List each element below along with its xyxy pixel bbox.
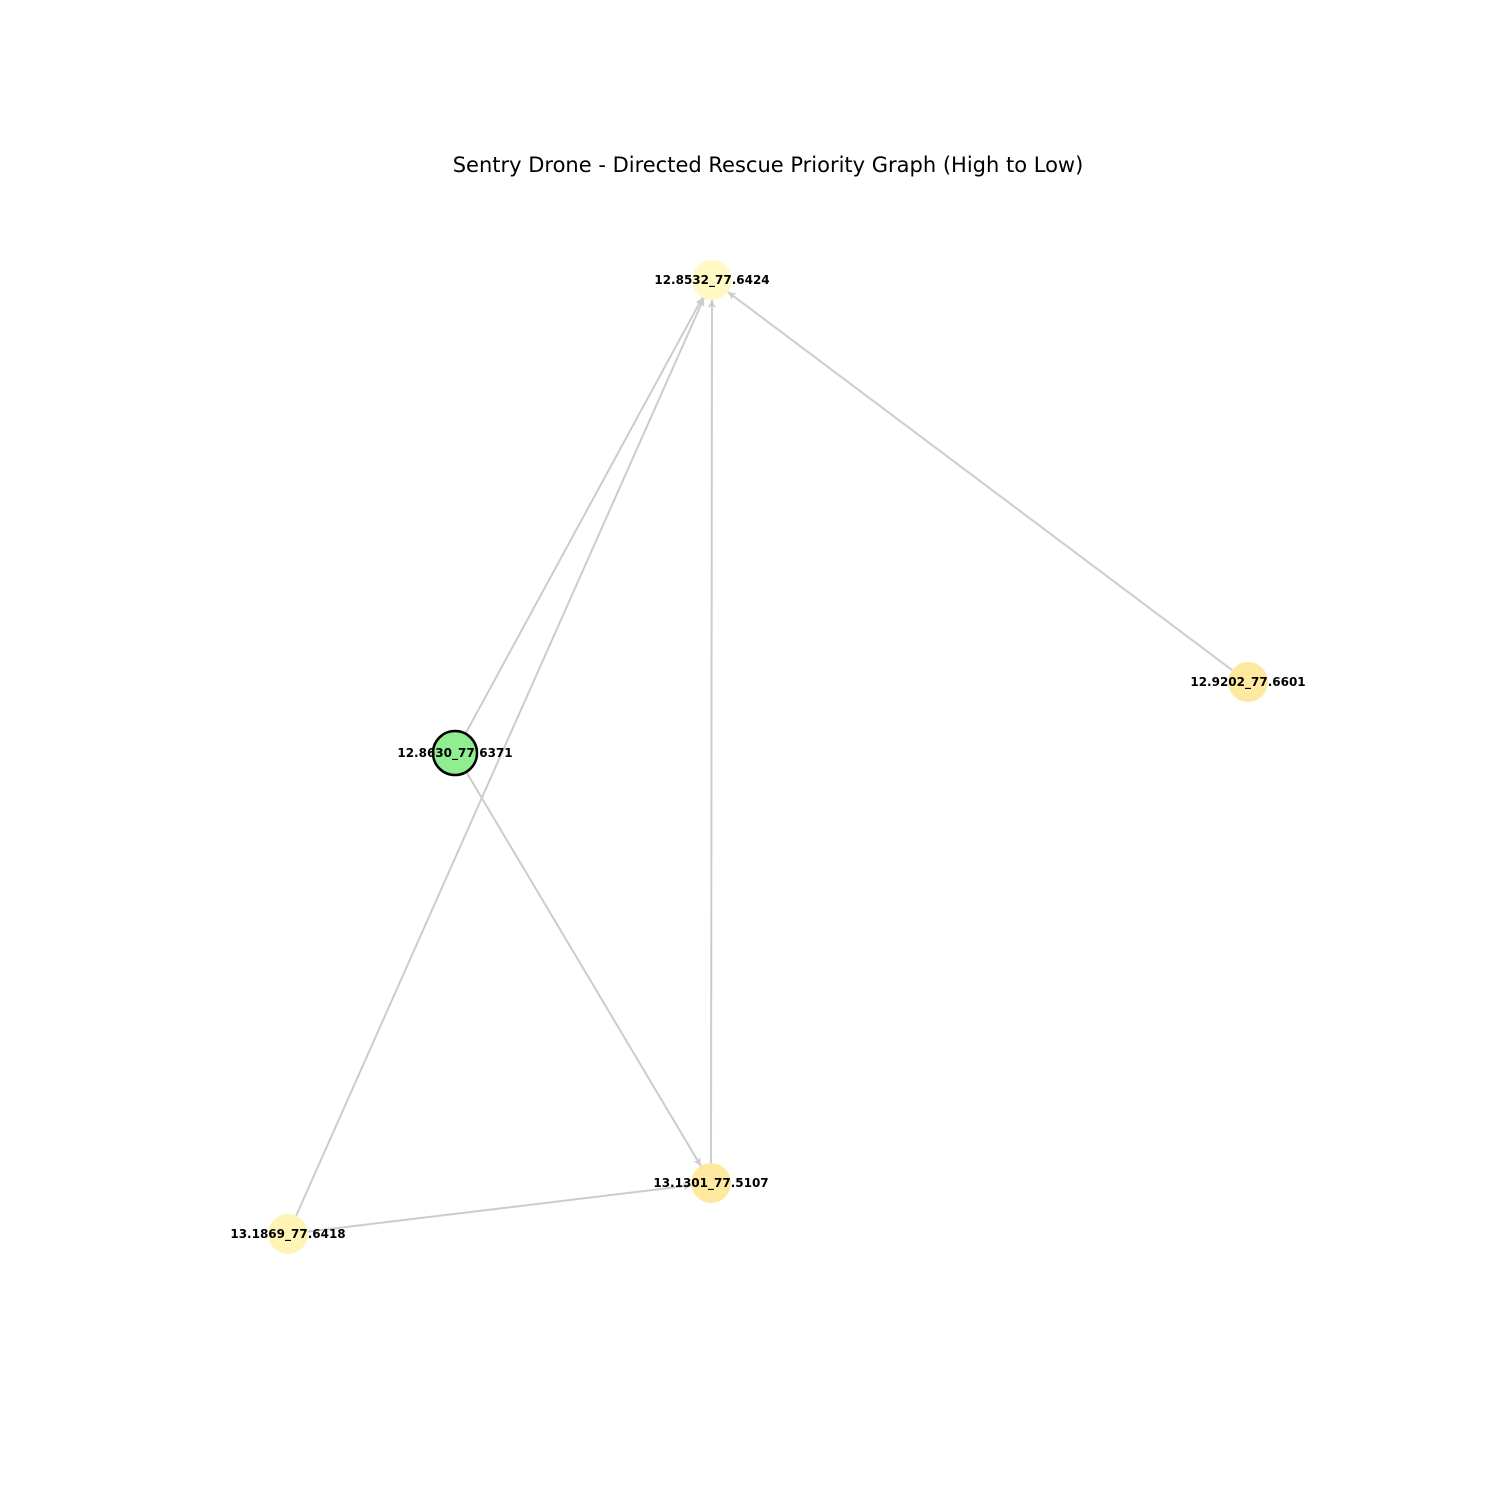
- node-circle[interactable]: [431, 729, 479, 777]
- edge-13.1869_77.6418-to-12.8532_77.6424: [295, 297, 705, 1217]
- node-12.9202_77.6601[interactable]: 12.9202_77.6601: [1190, 662, 1306, 702]
- nodes-layer: 12.8532_77.6424 12.9202_77.6601 12.8630_77…: [230, 260, 1306, 1254]
- node-12.8630_77.6371[interactable]: 12.8630_77.6371: [397, 729, 513, 777]
- node-circle[interactable]: [691, 1163, 731, 1203]
- node-12.8532_77.6424[interactable]: 12.8532_77.6424: [654, 260, 770, 300]
- node-label: 12.9202_77.6601: [1190, 675, 1305, 690]
- edge-12.8630_77.6371-to-12.8532_77.6424: [464, 297, 704, 735]
- edges-layer: [295, 291, 1233, 1233]
- node-label: 13.1869_77.6418: [230, 1227, 345, 1242]
- node-label: 13.1301_77.5107: [653, 1176, 768, 1191]
- node-circle[interactable]: [692, 260, 732, 300]
- node-13.1869_77.6418[interactable]: 13.1869_77.6418: [230, 1214, 346, 1254]
- node-13.1301_77.5107[interactable]: 13.1301_77.5107: [653, 1163, 769, 1203]
- node-label: 12.8532_77.6424: [654, 273, 769, 288]
- edge-12.9202_77.6601-to-12.8532_77.6424: [727, 291, 1233, 671]
- edge-13.1301_77.5107-to-12.8532_77.6424: [707, 299, 716, 1164]
- graph-title: Sentry Drone - Directed Rescue Priority …: [453, 153, 1084, 177]
- edge-12.8630_77.6371-to-13.1301_77.5107: [465, 771, 702, 1167]
- node-circle[interactable]: [1228, 662, 1268, 702]
- node-label: 12.8630_77.6371: [397, 746, 512, 761]
- node-circle[interactable]: [268, 1214, 308, 1254]
- edge-13.1869_77.6418-to-13.1301_77.5107: [307, 1182, 692, 1233]
